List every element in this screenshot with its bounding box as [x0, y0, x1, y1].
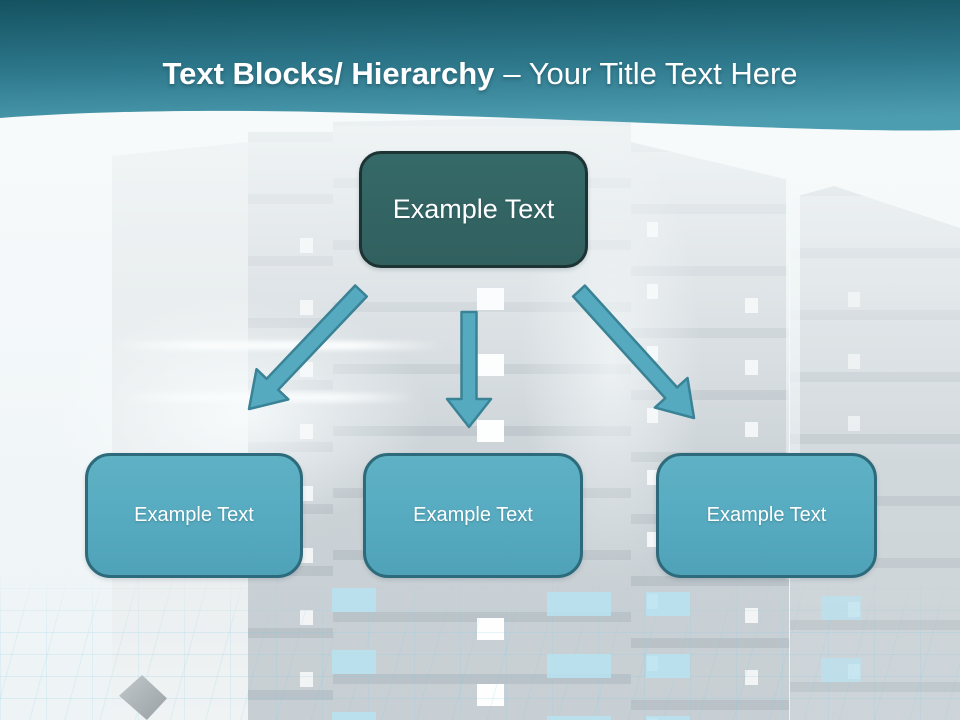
slide-title-bold: Text Blocks/ Hierarchy	[162, 56, 495, 91]
arrow-root-to-child-2	[445, 310, 493, 429]
slide-title-light: – Your Title Text Here	[503, 56, 798, 91]
child-text-block-3: Example Text	[656, 453, 877, 578]
child-text-block-1-label: Example Text	[134, 504, 254, 526]
root-text-block-label: Example Text	[392, 194, 555, 224]
arrow-root-to-child-1	[247, 284, 369, 411]
root-text-block: Example Text	[359, 151, 588, 268]
child-text-block-2-label: Example Text	[413, 504, 533, 526]
child-text-block-2: Example Text	[363, 453, 583, 578]
child-text-block-1: Example Text	[85, 453, 303, 578]
banner-wave	[0, 0, 960, 131]
slide-title: Text Blocks/ Hierarchy– Your Title Text …	[0, 52, 960, 96]
child-text-block-3-label: Example Text	[706, 504, 827, 526]
arrow-root-to-child-3	[571, 284, 696, 420]
